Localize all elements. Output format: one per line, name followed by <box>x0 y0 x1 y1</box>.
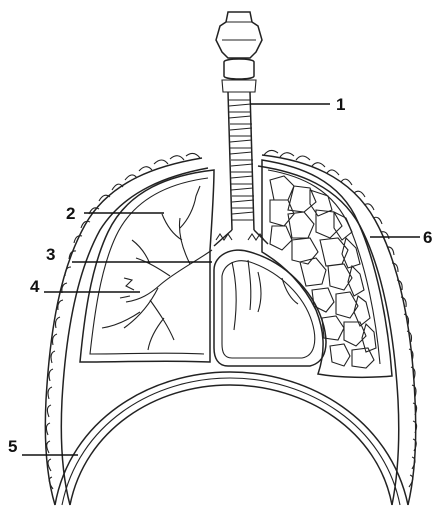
right-lung <box>262 160 392 377</box>
label-6: 6 <box>423 229 432 246</box>
heart <box>214 250 326 366</box>
label-1: 1 <box>336 96 345 113</box>
trachea <box>214 12 268 246</box>
label-5: 5 <box>8 438 17 455</box>
callout-lines <box>22 104 420 455</box>
label-3: 3 <box>46 246 55 263</box>
chest-wall-right <box>258 150 417 505</box>
bronchial-tree <box>102 186 212 350</box>
label-4: 4 <box>30 278 39 295</box>
diaphragm <box>55 372 408 505</box>
label-2: 2 <box>66 205 75 222</box>
